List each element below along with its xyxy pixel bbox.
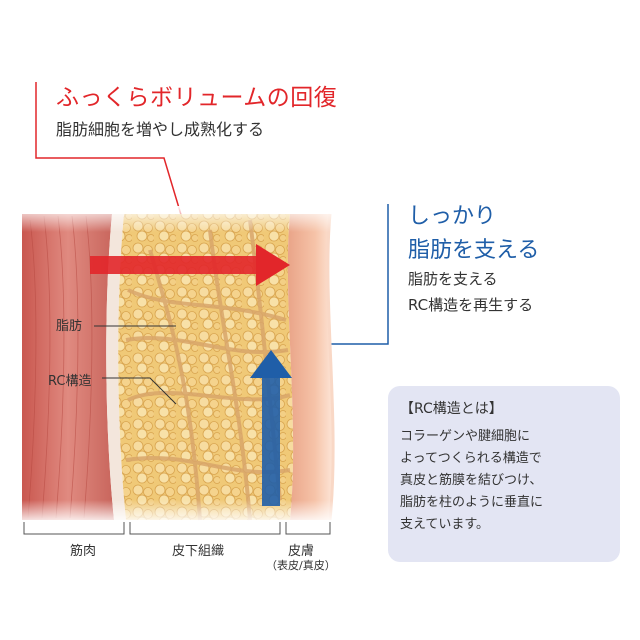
skin-detail-label: （表皮/真皮） xyxy=(266,559,336,572)
red-callout-line xyxy=(35,82,189,239)
rc-info-body: コラーゲンや腱細胞に よってつくられる構造で 真皮と筋膜を結びつけ、 脂肪を柱の… xyxy=(400,426,614,536)
support-subtitle-line1: 脂肪を支える xyxy=(408,270,498,288)
rc-leader-line xyxy=(102,377,177,405)
rc-structure-label: RC構造 xyxy=(48,374,92,389)
section-brackets xyxy=(23,522,331,535)
support-title-line2: 脂肪を支える xyxy=(408,238,540,263)
rc-info-box xyxy=(388,386,620,562)
red-arrow xyxy=(90,244,290,286)
volume-recovery-subtitle: 脂肪細胞を増やし成熟化する xyxy=(56,120,265,139)
skin-layer xyxy=(287,214,334,520)
skin-label: 皮膚 xyxy=(288,544,315,559)
support-subtitle-line2: RC構造を再生する xyxy=(408,296,534,314)
muscle-fibers xyxy=(27,215,93,519)
rc-info-line: 脂肪を柱のように垂直に xyxy=(400,495,544,510)
rc-info-title: 【RC構造とは】 xyxy=(400,401,503,417)
support-title-line1: しっかり xyxy=(408,204,497,229)
subcutaneous-label: 皮下組織 xyxy=(172,544,225,559)
rc-info-line: よってつくられる構造で xyxy=(400,451,542,466)
muscle-label: 筋肉 xyxy=(70,544,97,559)
blue-arrow xyxy=(250,350,292,506)
volume-recovery-title: ふっくらボリュームの回復 xyxy=(56,85,338,111)
rc-info-line: 真皮と筋膜を結びつけ、 xyxy=(400,473,543,488)
fascia-layer xyxy=(106,214,126,520)
rc-info-line: 支えています。 xyxy=(400,517,490,532)
rc-info-line: コラーゲンや腱細胞に xyxy=(400,429,531,444)
epidermis-edge xyxy=(326,213,335,521)
fat-label: 脂肪 xyxy=(56,319,83,334)
